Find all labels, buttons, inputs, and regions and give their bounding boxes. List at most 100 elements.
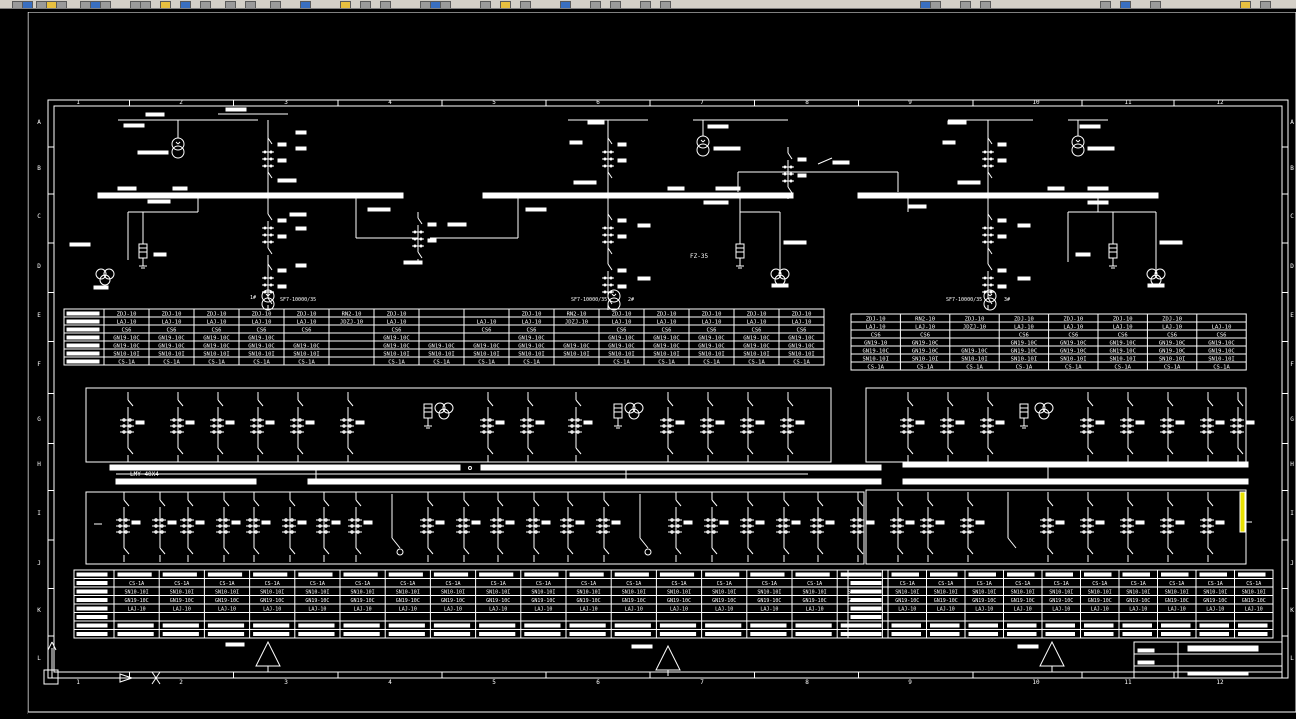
- upper-table-left-cell: SN10-10I: [248, 352, 275, 358]
- upper-cubicle-2-ct-dot: [172, 418, 176, 422]
- upper-cubicle-13-ct-dot: [702, 430, 706, 434]
- bottom-table-left-cell: GN19-10C: [260, 598, 284, 604]
- bottom-table-left-cell: LAJ-10: [625, 607, 643, 613]
- bottom-table-right-cell: CS-1A: [1092, 581, 1107, 587]
- zoom-icon[interactable]: [1120, 1, 1131, 8]
- bottom-table-left-cell: GN19-10C: [486, 598, 510, 604]
- open-icon[interactable]: [245, 1, 256, 8]
- zoom-icon[interactable]: [160, 1, 171, 8]
- bottom-table-left-lower-label: [433, 623, 471, 628]
- open-icon[interactable]: [22, 1, 33, 8]
- label-bottom-center: [631, 644, 653, 649]
- bottom-table-left-row-header: [76, 598, 108, 602]
- layer-icon[interactable]: [200, 1, 211, 8]
- pan-icon[interactable]: [440, 1, 451, 8]
- bottom-table-right-cell: GN19-10C: [1088, 598, 1112, 604]
- upper-right-cubicle-1-blade: [907, 447, 914, 455]
- copy-icon[interactable]: [360, 1, 371, 8]
- zoom-icon[interactable]: [480, 1, 491, 8]
- paste-icon[interactable]: [380, 1, 391, 8]
- upper-table-left-row-header: [66, 351, 100, 356]
- left-main-transformer-winding-1: [261, 289, 275, 303]
- upper-table-right-cell: LAJ-10: [1212, 325, 1232, 331]
- save-icon[interactable]: [270, 1, 281, 8]
- undo-icon[interactable]: [100, 1, 111, 8]
- upper-right-cubicle-2-blade: [947, 399, 954, 407]
- left-tr-switch-ct-dot: [269, 226, 273, 230]
- upper-table-right-cell: SN10-10I: [1011, 357, 1038, 363]
- upper-table-left-cell: SN10-10I: [473, 352, 500, 358]
- col-number-bottom: 9: [908, 679, 912, 686]
- upper-right-cubicle-1-ct-dot: [908, 424, 912, 428]
- bottom-table-right-cell: GN19-10C: [1126, 598, 1150, 604]
- cut-icon[interactable]: [56, 1, 67, 8]
- upper-right-cubicle-2-blade: [947, 447, 954, 455]
- new-file-icon[interactable]: [560, 1, 571, 8]
- bottom-table-left-top-label: [388, 572, 423, 577]
- label-center-tag-a: [637, 223, 651, 228]
- upper-table-right-cell: GN19-10C: [1159, 341, 1186, 347]
- upper-cubicle-3-blade: [217, 447, 224, 455]
- lower-right-cubicle-2-ct-dot: [892, 518, 896, 522]
- cut-icon[interactable]: [340, 1, 351, 8]
- upper-table-right-cell: JDZJ-10: [963, 325, 986, 331]
- properties-icon[interactable]: [180, 1, 191, 8]
- right-incomer-switch-ct-dot: [983, 164, 987, 168]
- print-icon[interactable]: [300, 1, 311, 8]
- lower-cubicle-13-tag: [541, 520, 551, 525]
- properties-icon[interactable]: [1150, 1, 1161, 8]
- upper-table-left-cell: CS-1A: [613, 360, 630, 366]
- lower-right-cubicle-6-ct-dot: [1048, 530, 1052, 534]
- left-transformer-tag: 1#: [250, 295, 256, 301]
- upper-right-cubicle-8-blade: [1207, 399, 1214, 407]
- upper-table-right-cell: GN19-10C: [1208, 349, 1235, 355]
- properties-icon[interactable]: [500, 1, 511, 8]
- upper-table-right-cell: GN19-10C: [1159, 349, 1186, 355]
- upper-right-cubicle-6-ct-dot: [1128, 418, 1132, 422]
- pan-icon[interactable]: [1100, 1, 1111, 8]
- left-tr-switch-2-ct-dot: [269, 283, 273, 287]
- bottom-table-left-cell: SN10-10I: [757, 590, 781, 596]
- redo-icon[interactable]: [980, 1, 991, 8]
- label-center-st-tr: [713, 146, 741, 151]
- new-file-icon[interactable]: [225, 1, 236, 8]
- save-icon[interactable]: [610, 1, 621, 8]
- right-tr-switch-2-ct-dot: [989, 276, 993, 280]
- lower-cubicle-11-ct-dot: [458, 530, 462, 534]
- upper-cubicle-6-ct-dot: [348, 424, 352, 428]
- pan-icon[interactable]: [140, 1, 151, 8]
- upper-table-right-cell: ZDJ-10: [1063, 317, 1083, 323]
- bottom-table-left-lower-label-2: [659, 632, 697, 636]
- lower-cubicle-18-blade: [711, 499, 718, 507]
- paste-icon[interactable]: [930, 1, 941, 8]
- lower-cubicle-8-ct-dot: [350, 518, 354, 522]
- layer-icon[interactable]: [1240, 1, 1251, 8]
- lower-cubicle-4-ct-dot: [224, 524, 228, 528]
- lower-cubicle-19-ct-dot: [742, 518, 746, 522]
- center-35kv-busbar: [482, 192, 794, 199]
- print-icon[interactable]: [640, 1, 651, 8]
- cut-icon[interactable]: [660, 1, 671, 8]
- open-icon[interactable]: [590, 1, 601, 8]
- bottom-table-left-cell: LAJ-10: [128, 607, 146, 613]
- upper-cubicle-15-ct-dot: [788, 418, 792, 422]
- center-coupler-switch-ct-dot: [783, 165, 787, 169]
- right-35kv-busbar: [857, 192, 1159, 199]
- ucs-y-tip: [47, 641, 53, 651]
- cad-toolbar: [0, 0, 1296, 9]
- lower-cubicle-3-ct-dot: [182, 530, 186, 534]
- bottom-table-left-cell: LAJ-10: [444, 607, 462, 613]
- label-right-pt: [1159, 240, 1183, 245]
- lower-cubicle-3-ct-dot: [182, 518, 186, 522]
- layer-icon[interactable]: [520, 1, 531, 8]
- undo-icon[interactable]: [960, 1, 971, 8]
- bottom-table-left-cell: CS-1A: [807, 581, 822, 587]
- bottom-table-right-lower-label-2: [1084, 632, 1114, 636]
- left-incomer-switch-ct-dot: [269, 150, 273, 154]
- lower-cubicle-3-blade: [187, 547, 194, 555]
- bottom-table-right-top-label: [1007, 572, 1035, 577]
- lower-cubicle-20-ct-dot: [784, 530, 788, 534]
- upper-right-cubicle-2-ct-dot: [942, 430, 946, 434]
- new-file-icon[interactable]: [1260, 1, 1271, 8]
